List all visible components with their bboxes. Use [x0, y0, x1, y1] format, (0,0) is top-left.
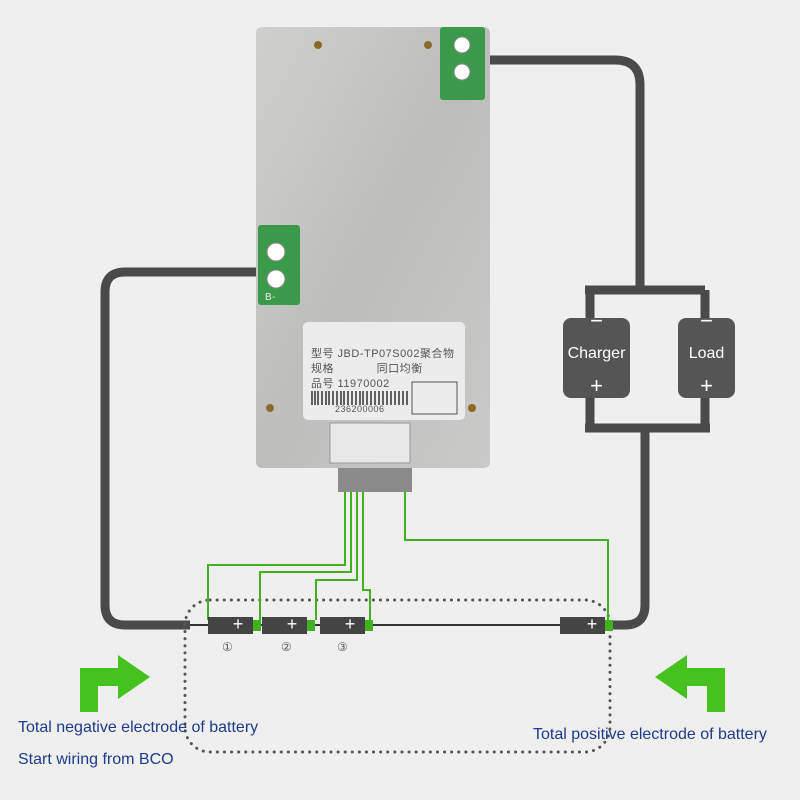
charger-box	[563, 318, 630, 398]
cell-2-plus: +	[286, 614, 298, 634]
load-box	[678, 318, 735, 398]
cell-2-index: ②	[281, 640, 292, 654]
balance-wires	[207, 492, 609, 620]
barcode-number: 236200006	[335, 404, 385, 414]
cell-3-index: ③	[337, 640, 348, 654]
b-minus-label: B-	[265, 292, 276, 303]
cell-1-plus: +	[232, 614, 244, 634]
cell-3-plus: +	[344, 614, 356, 634]
load-plus: +	[700, 373, 713, 398]
split-branches	[585, 290, 710, 433]
balance-plug	[338, 468, 412, 492]
balance-connector	[329, 422, 411, 464]
label-line-3: 品号 11970002	[311, 378, 390, 390]
load-minus: −	[700, 308, 713, 333]
start-caption: Start wiring from BCO	[18, 751, 174, 768]
cell-n-plus: +	[586, 614, 598, 634]
load-label: Load	[688, 345, 725, 362]
positive-wire-top	[485, 55, 645, 290]
barcode	[311, 391, 408, 405]
negative-caption: Total negative electrode of battery	[18, 719, 259, 736]
arrow-right-icon	[80, 655, 150, 712]
charger-label: Charger	[567, 345, 626, 362]
mounting-holes	[266, 41, 476, 412]
label-line-1: 型号 JBD-TP07S002聚合物	[311, 348, 455, 360]
power-wires	[100, 55, 710, 630]
positive-wire-bottom	[608, 428, 650, 630]
positive-caption: Total positive electrode of battery	[533, 726, 767, 743]
label-line-2: 规格 同口均衡	[311, 363, 423, 375]
b-plus-terminal-tab	[440, 27, 485, 100]
arrow-left-icon	[655, 655, 725, 712]
cell-1-index: ①	[222, 640, 233, 654]
charger-minus: −	[590, 308, 603, 333]
battery-cells	[208, 617, 613, 634]
b-minus-terminal-tab	[258, 225, 300, 305]
negative-wire	[100, 267, 262, 630]
charger-plus: +	[590, 373, 603, 398]
